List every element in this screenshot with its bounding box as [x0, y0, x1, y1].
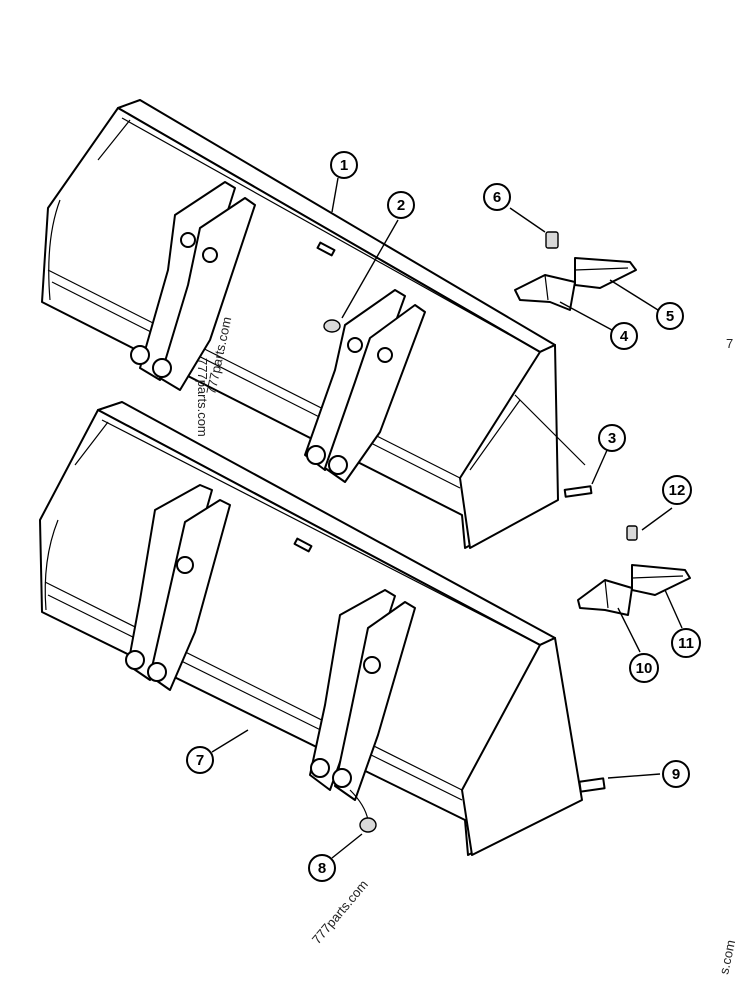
lower-bucket	[39, 401, 606, 856]
callout-4: 4	[610, 322, 638, 350]
callout-10: 10	[629, 653, 659, 683]
svg-text:1: 1	[340, 157, 348, 174]
callout-9: 9	[662, 760, 690, 788]
svg-text:12: 12	[669, 482, 686, 499]
svg-text:3: 3	[608, 430, 616, 447]
callout-5: 5	[656, 302, 684, 330]
watermark-bottom: 777parts.com	[309, 877, 371, 947]
callout-6: 6	[483, 183, 511, 211]
callout-3: 3	[598, 424, 626, 452]
callout-7: 7	[186, 746, 214, 774]
svg-text:9: 9	[672, 766, 680, 783]
watermark-corner: s.com	[716, 939, 736, 976]
loose-parts	[514, 231, 691, 616]
callout-1: 1	[330, 151, 358, 179]
callout-11: 11	[671, 628, 701, 658]
watermark-edge: 7	[726, 336, 733, 351]
upper-bucket	[41, 99, 593, 549]
callout-12: 12	[662, 475, 692, 505]
leader-lines	[211, 177, 683, 859]
svg-text:8: 8	[318, 860, 326, 877]
callout-2: 2	[387, 191, 415, 219]
svg-text:7: 7	[196, 752, 204, 769]
svg-text:10: 10	[636, 660, 653, 677]
svg-text:5: 5	[666, 308, 674, 325]
watermark-center-a: 777parts.com	[195, 358, 210, 437]
callout-8: 8	[308, 854, 336, 882]
svg-text:11: 11	[678, 635, 694, 652]
svg-text:4: 4	[620, 328, 629, 345]
svg-text:2: 2	[397, 197, 405, 214]
svg-text:6: 6	[493, 189, 501, 206]
